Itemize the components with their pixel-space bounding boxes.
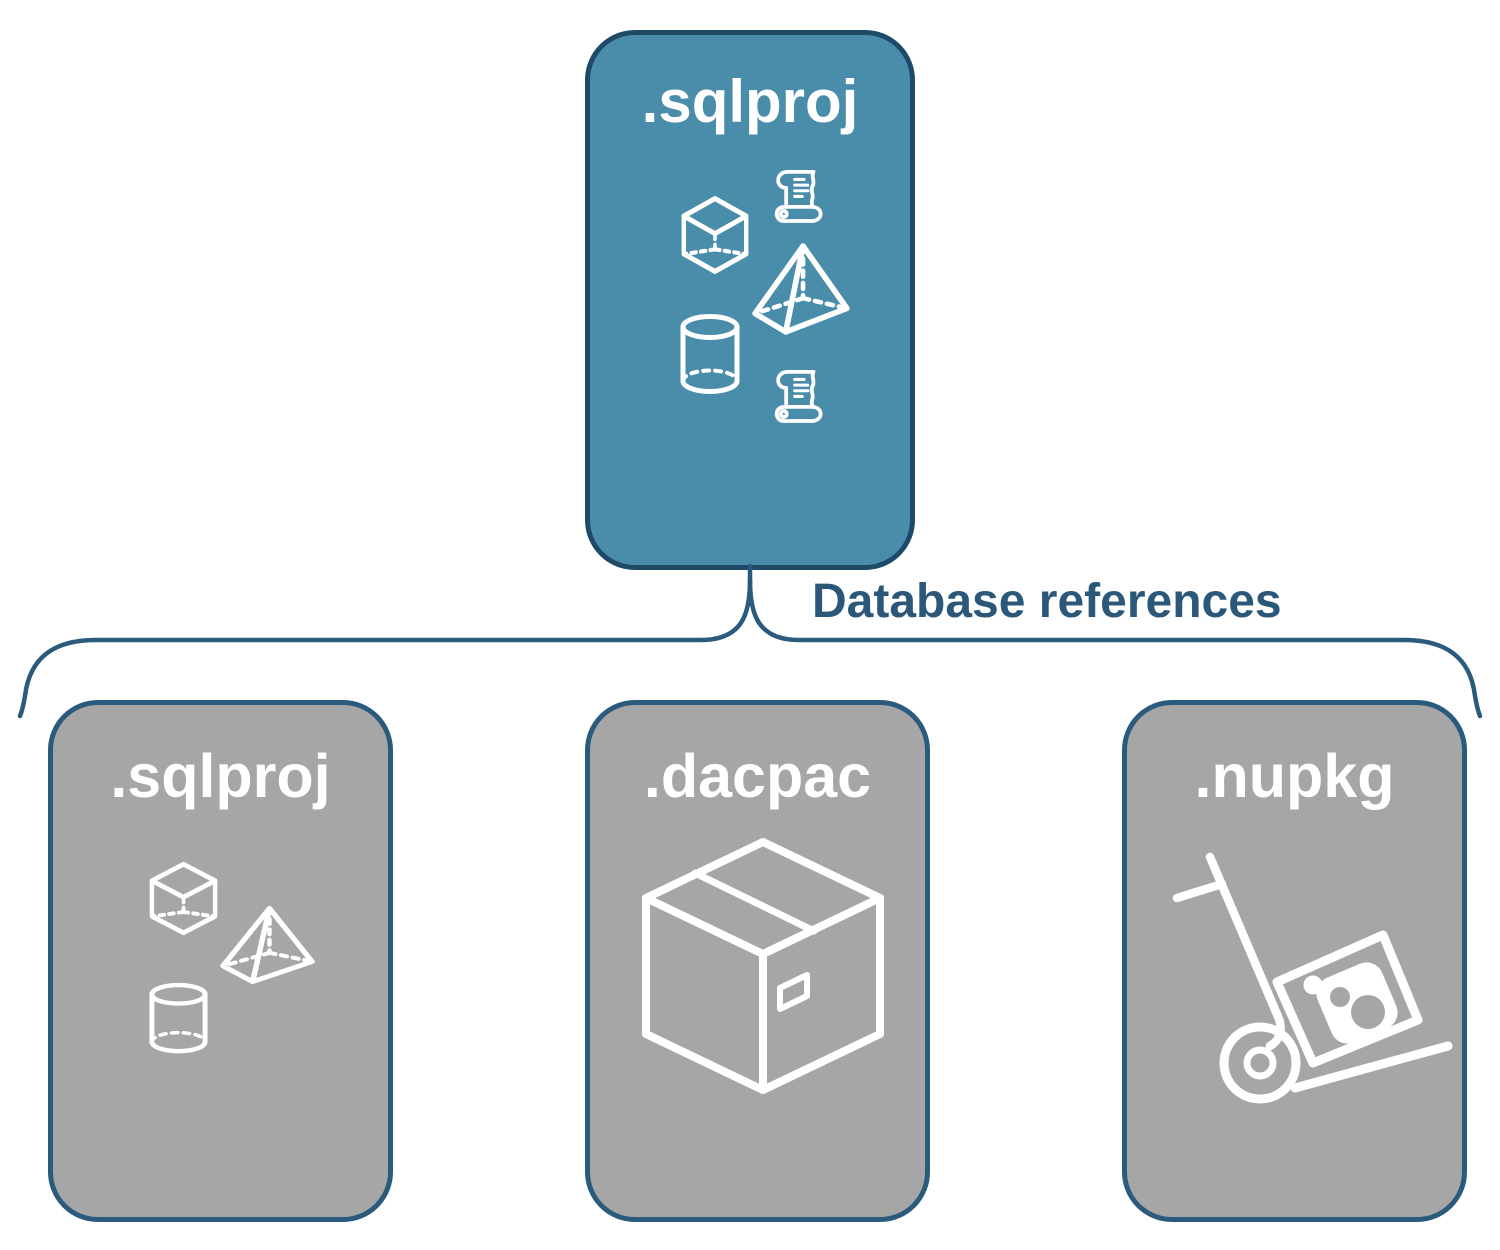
connector-label: Database references [812,575,1282,628]
cylinder-icon [146,982,211,1056]
child-box-dacpac: .dacpac [585,700,930,1222]
child-box-title: .sqlproj [110,742,331,810]
root-box-title: .sqlproj [641,68,859,135]
cube-icon [143,859,224,938]
root-box-sqlproj: .sqlproj [585,30,915,570]
package-box-icon [640,835,886,1097]
pyramid-icon [750,241,852,337]
script-scroll-icon [774,369,823,423]
script-scroll-icon [774,169,823,223]
child-box-title: .nupkg [1194,742,1395,810]
child-box-sqlproj: .sqlproj [48,700,393,1222]
hand-truck-nuget-icon [1167,845,1457,1110]
pyramid-icon [218,904,317,986]
child-box-nupkg: .nupkg [1122,700,1467,1222]
child-box-title: .dacpac [643,742,872,810]
cylinder-icon [677,313,743,397]
cube-icon [675,193,755,277]
